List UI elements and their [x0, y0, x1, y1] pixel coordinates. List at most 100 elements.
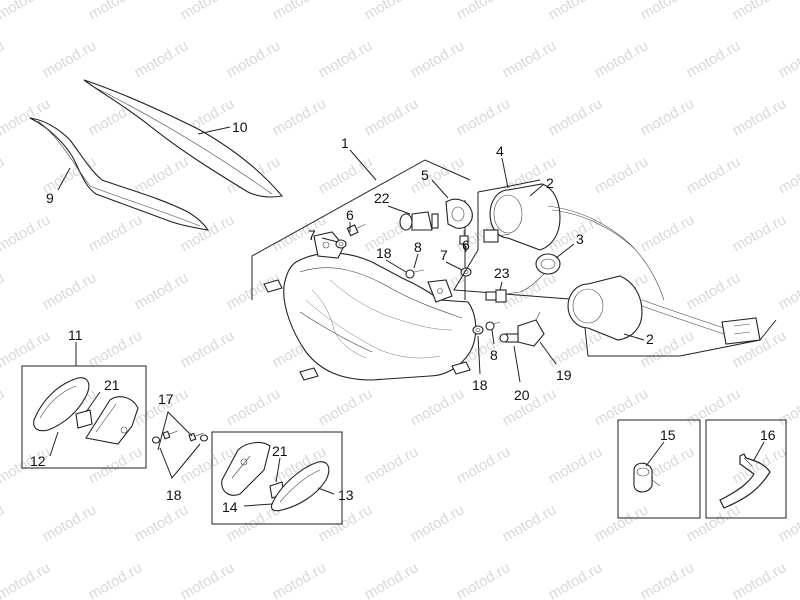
- callout-18a: 18: [376, 245, 392, 261]
- watermark-text: motod.ru: [638, 559, 698, 600]
- watermark-text: motod.ru: [592, 153, 652, 197]
- part-18-washer: [472, 325, 484, 335]
- watermark-text: motod.ru: [86, 0, 146, 23]
- watermark-text: motod.ru: [500, 501, 560, 545]
- watermark-text: motod.ru: [776, 501, 800, 545]
- watermark-text: motod.ru: [592, 385, 652, 429]
- watermark-text: motod.ru: [132, 153, 192, 197]
- watermark-text: motod.ru: [0, 153, 7, 197]
- watermark-text: motod.ru: [316, 153, 376, 197]
- watermark-text: motod.ru: [408, 37, 468, 81]
- watermark-text: motod.ru: [546, 327, 606, 371]
- part-16-box: [705, 419, 787, 519]
- watermark-text: motod.ru: [546, 0, 606, 23]
- watermark-text: motod.ru: [178, 559, 238, 600]
- part-5-bulb-holder: [445, 198, 473, 229]
- callout-15: 15: [660, 427, 676, 443]
- watermark-text: motod.ru: [638, 0, 698, 23]
- watermark-text: motod.ru: [132, 501, 192, 545]
- callout-1: 1: [341, 135, 349, 151]
- watermark-text: motod.ru: [224, 37, 284, 81]
- watermark-text: motod.ru: [500, 37, 560, 81]
- leader-lines: [49, 126, 765, 507]
- watermark-text: motod.ru: [132, 269, 192, 313]
- watermark-text: motod.ru: [0, 0, 53, 23]
- watermark-text: motod.ru: [132, 37, 192, 81]
- watermark-text: motod.ru: [0, 559, 53, 600]
- callout-8a: 8: [414, 239, 422, 255]
- callout-13: 13: [338, 487, 354, 503]
- watermark-text: motod.ru: [0, 327, 53, 371]
- callout-10: 10: [232, 119, 248, 135]
- callout-14: 14: [222, 499, 238, 515]
- watermark-text: motod.ru: [684, 269, 744, 313]
- callout-7a: 7: [308, 227, 316, 243]
- watermark-text: motod.ru: [0, 385, 7, 429]
- watermark-text: motod.ru: [454, 443, 514, 487]
- callout-18c: 18: [166, 487, 182, 503]
- callout-21a: 21: [104, 377, 120, 393]
- watermark-text: motod.ru: [362, 559, 422, 600]
- watermark-text: motod.ru: [40, 37, 100, 81]
- callout-19: 19: [556, 367, 572, 383]
- watermark-text: motod.ru: [224, 385, 284, 429]
- watermark-text: motod.ru: [178, 327, 238, 371]
- callout-6b: 6: [462, 237, 470, 253]
- callout-22: 22: [374, 190, 390, 206]
- callout-12: 12: [30, 453, 46, 469]
- callout-23: 23: [494, 265, 510, 281]
- part-19-position-light-holder: [517, 311, 545, 347]
- callout-21b: 21: [272, 443, 288, 459]
- watermark-text: motod.ru: [730, 211, 790, 255]
- watermark-text: motod.ru: [730, 0, 790, 23]
- callout-11: 11: [68, 327, 83, 343]
- callout-6a: 6: [346, 207, 354, 223]
- headlight-clips: [263, 279, 471, 381]
- watermark-text: motod.ru: [592, 501, 652, 545]
- part-13-right-indicator-box: [211, 431, 343, 525]
- callout-2a: 2: [546, 175, 554, 191]
- watermark-text: motod.ru: [0, 211, 53, 255]
- callout-labels: 10 9 1 4 5 22 6 7 18 8 7 6 2 3 23 2 8 18…: [30, 119, 776, 515]
- watermark-text: motod.ru: [730, 559, 790, 600]
- watermark-text: motod.ru: [40, 501, 100, 545]
- watermark-text: motod.ru: [638, 95, 698, 139]
- callout-18b: 18: [472, 377, 488, 393]
- watermark-text: motod.ru: [546, 95, 606, 139]
- callout-4: 4: [496, 143, 504, 159]
- watermark-text: motod.ru: [270, 95, 330, 139]
- watermark-text: motod.ru: [316, 385, 376, 429]
- callout-8b: 8: [490, 347, 498, 363]
- part-1-headlight-unit: [283, 231, 477, 381]
- callout-20: 20: [514, 387, 530, 403]
- callout-5: 5: [421, 167, 429, 183]
- watermark-text: motod.ru: [730, 95, 790, 139]
- watermark-text: motod.ru: [0, 269, 7, 313]
- watermark-text: motod.ru: [362, 0, 422, 23]
- part-15-box: [617, 419, 701, 519]
- watermark-text: motod.ru: [40, 269, 100, 313]
- part-2-lower-socket: [567, 275, 761, 345]
- watermark-text: motod.ru: [316, 501, 376, 545]
- part-20-position-bulb: [499, 333, 519, 343]
- watermark-text: motod.ru: [684, 385, 744, 429]
- part-9-fairing-strip: [29, 117, 210, 231]
- part-23-small-bulb: [485, 273, 545, 303]
- part-8-bushings: [405, 269, 501, 331]
- part-10-fairing-strip: [83, 79, 284, 198]
- part-3-grommet: [535, 253, 561, 275]
- watermark-text: motod.ru: [0, 95, 53, 139]
- watermark-text: motod.ru: [684, 153, 744, 197]
- watermark-text: motod.ru: [776, 385, 800, 429]
- watermark-text: motod.ru: [454, 95, 514, 139]
- watermark-text: motod.ru: [224, 269, 284, 313]
- watermark-text: motod.ru: [408, 501, 468, 545]
- watermark-text: motod.ru: [86, 443, 146, 487]
- watermark-text: motod.ru: [546, 559, 606, 600]
- watermark-text: motod.ru: [362, 95, 422, 139]
- callout-3: 3: [576, 231, 584, 247]
- watermark-text: motod.ru: [86, 327, 146, 371]
- watermark-text: motod.ru: [408, 385, 468, 429]
- watermark-text: motod.ru: [362, 443, 422, 487]
